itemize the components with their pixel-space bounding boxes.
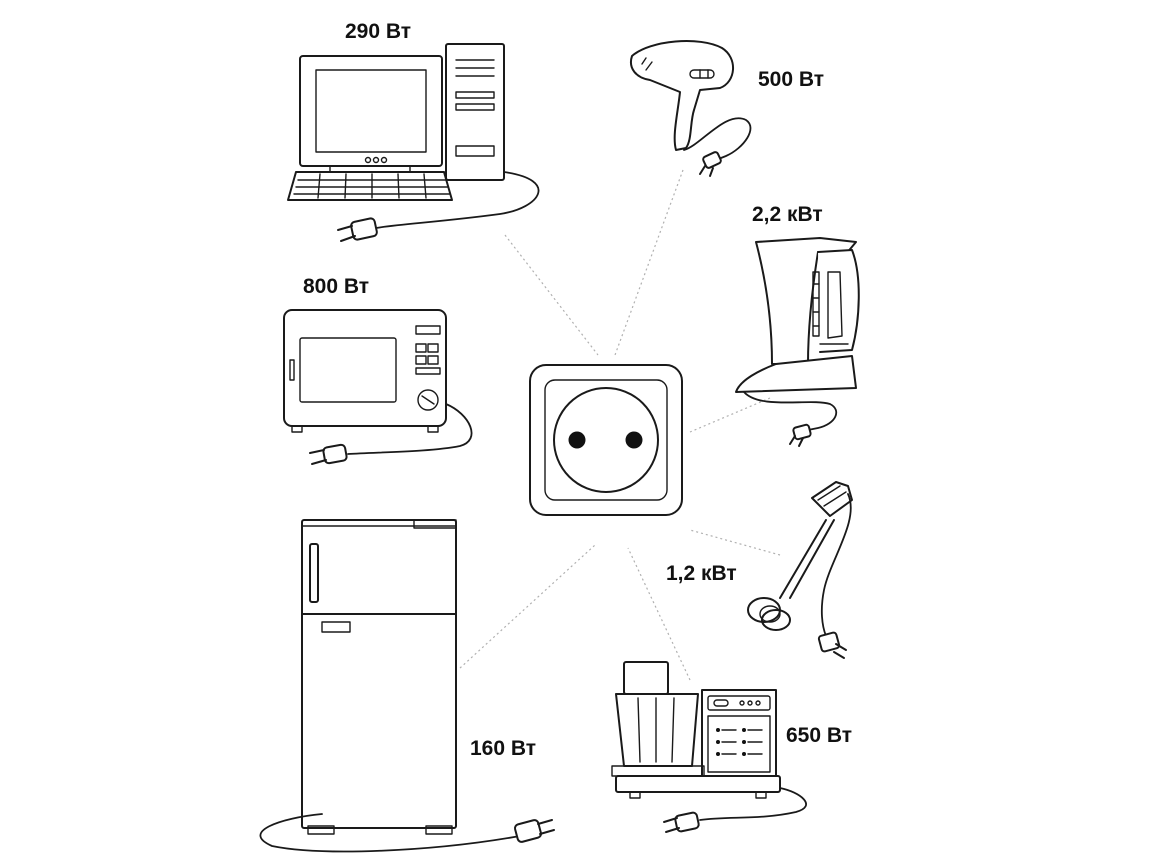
- label-computer-power: 290 Вт: [345, 20, 412, 43]
- label-kettle-power: 2,2 кВт: [752, 203, 823, 226]
- label-fridge-power: 160 Вт: [470, 737, 537, 760]
- connector-computer: [504, 234, 599, 356]
- connector-foodprocessor: [627, 547, 691, 681]
- connector-fridge: [459, 544, 596, 669]
- microwave-icon: [283, 309, 473, 465]
- fridge-icon: [259, 519, 555, 853]
- label-boiler-power: 1,2 кВт: [666, 562, 737, 585]
- computer-icon: [287, 43, 540, 242]
- connector-kettle: [689, 397, 771, 433]
- foodprocessor-icon: [611, 661, 807, 833]
- connector-hairdryer: [614, 169, 684, 356]
- label-foodprocessor-power: 650 Вт: [786, 724, 853, 747]
- label-microwave-power: 800 Вт: [303, 275, 370, 298]
- hairdryer-icon: [630, 40, 752, 177]
- connector-boiler: [689, 529, 781, 556]
- socket-hole-left: [568, 431, 586, 449]
- wall-socket: [529, 364, 683, 516]
- kettle-icon: [735, 237, 860, 447]
- connector-lines: [459, 169, 781, 681]
- label-hairdryer-power: 500 Вт: [758, 68, 825, 91]
- socket-hole-right: [625, 431, 643, 449]
- boiler-icon: [747, 481, 853, 659]
